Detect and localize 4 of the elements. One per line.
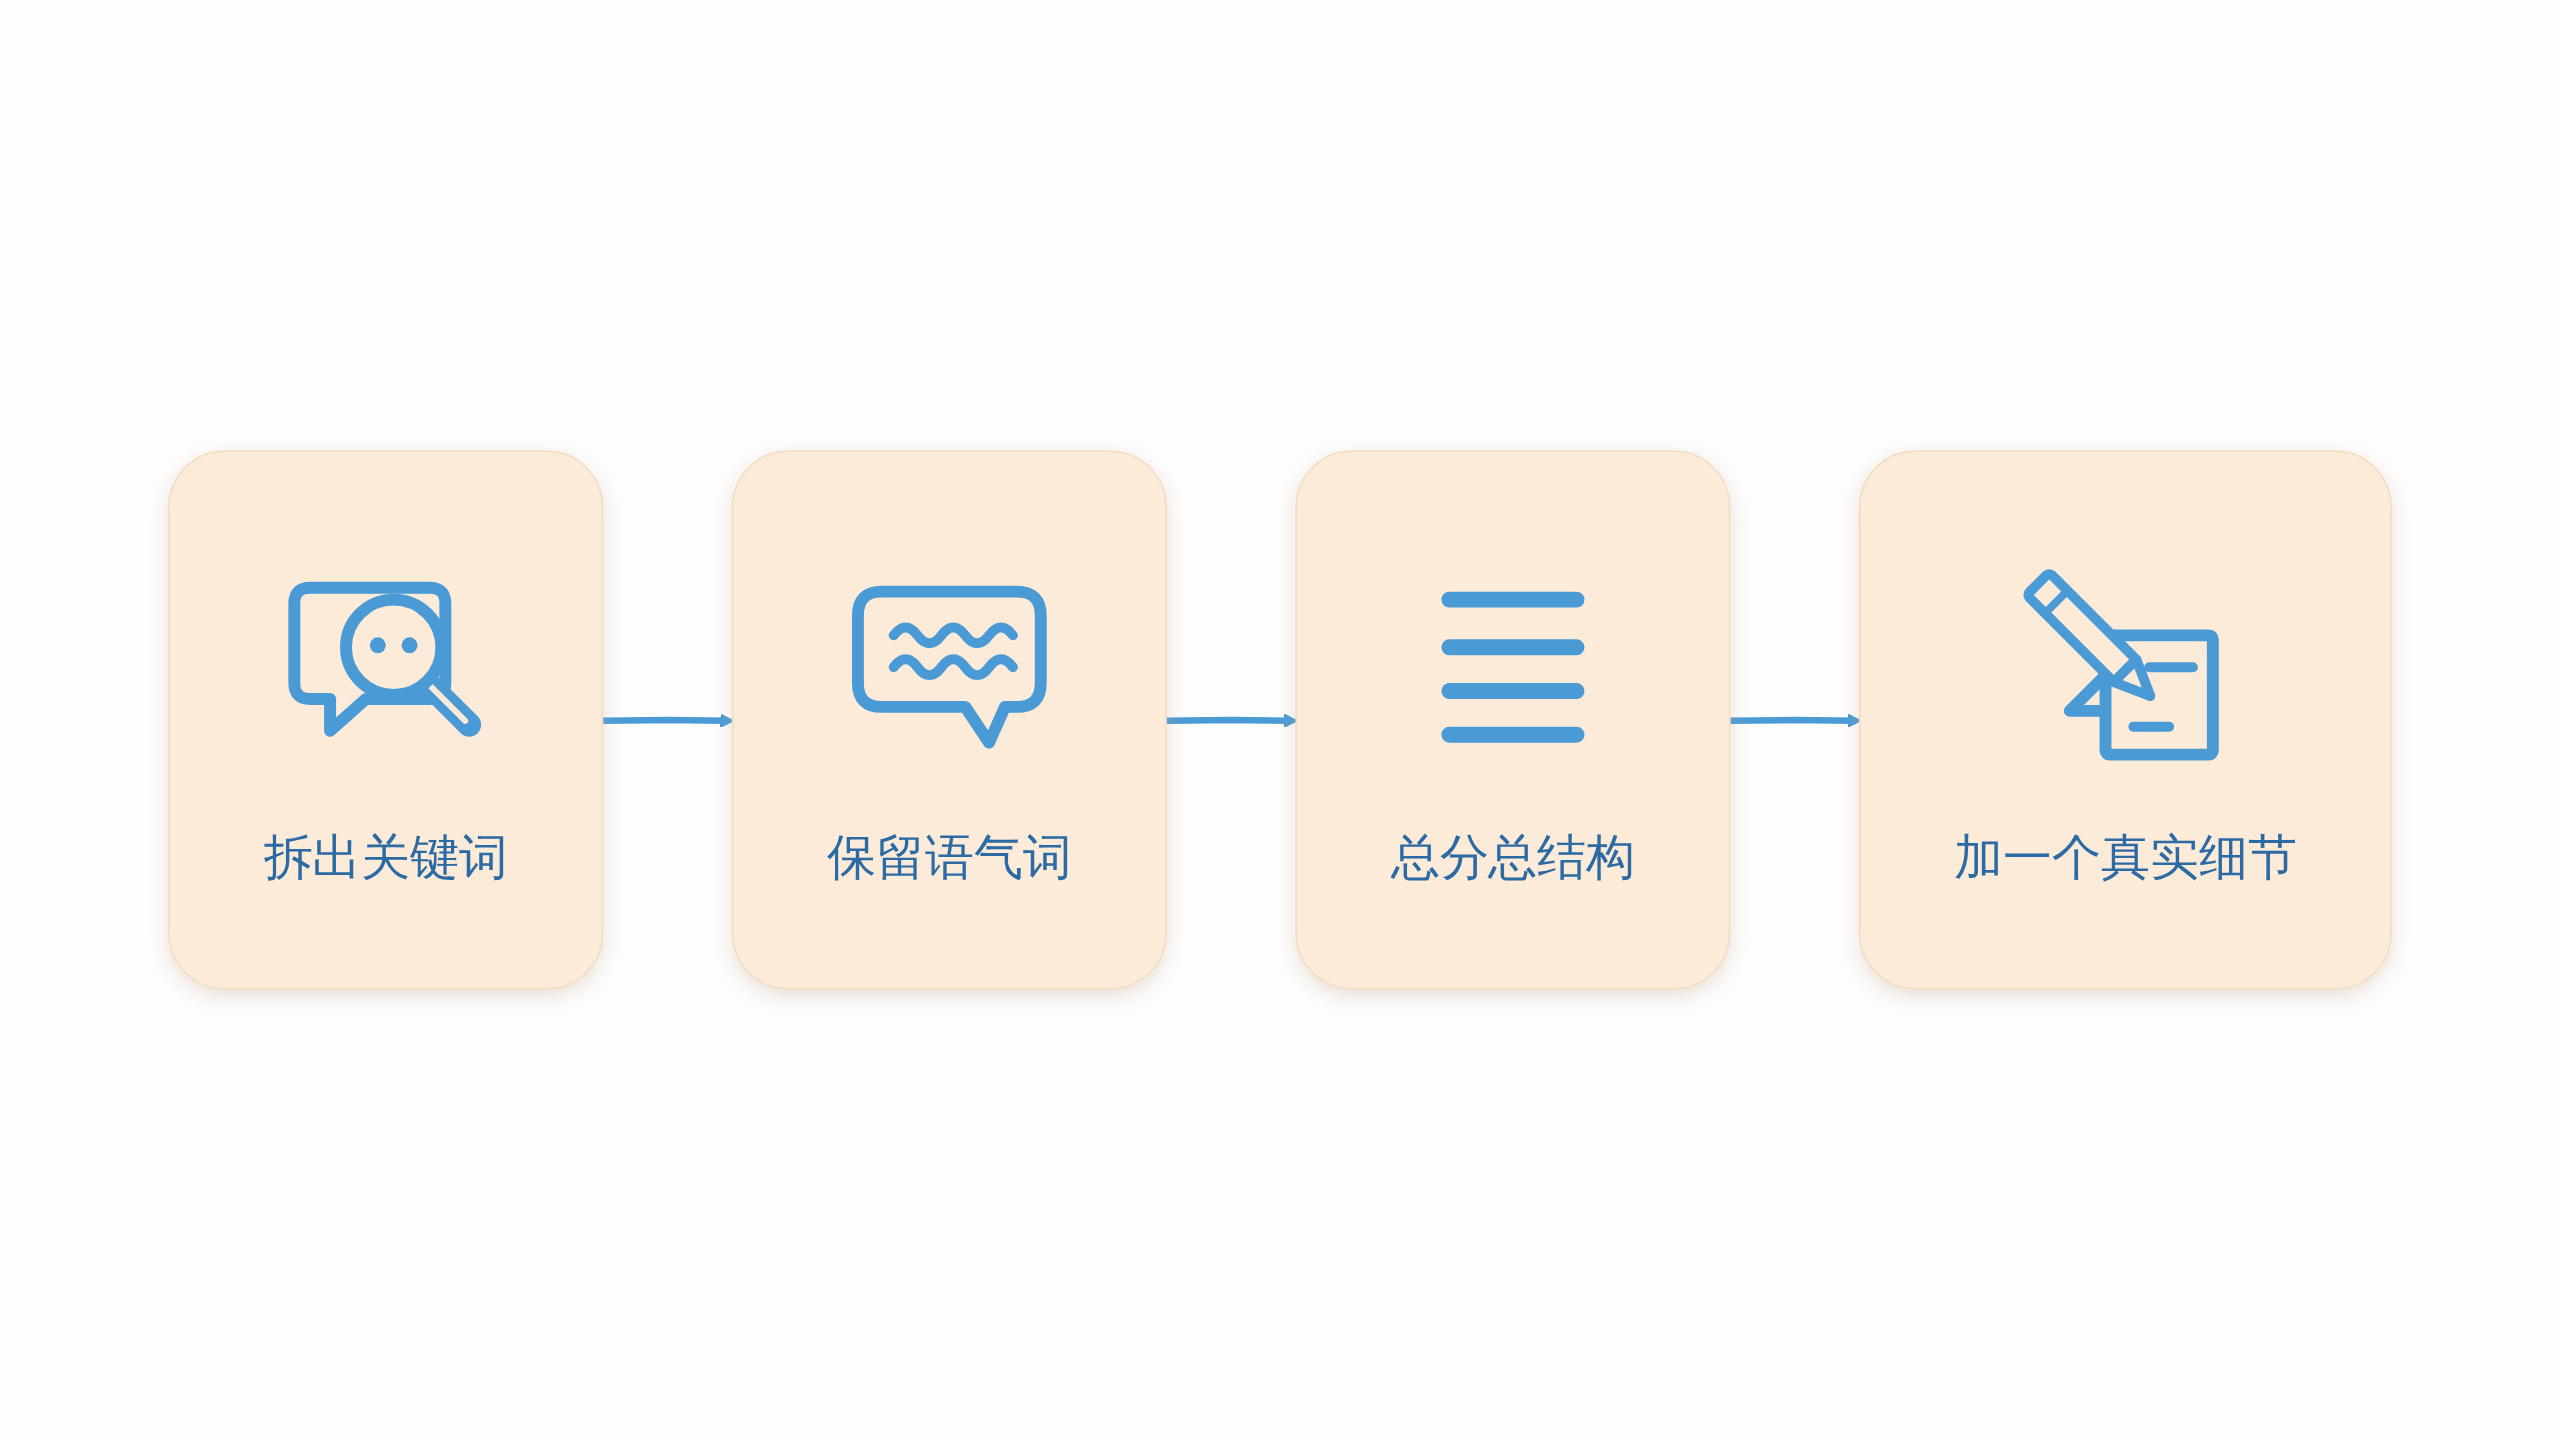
node-box: 拆出关键词: [168, 450, 604, 990]
node-box: 总分总结构: [1295, 450, 1731, 990]
node-box: 加一个真实细节: [1859, 450, 2392, 990]
node-box: 保留语气词: [731, 450, 1167, 990]
